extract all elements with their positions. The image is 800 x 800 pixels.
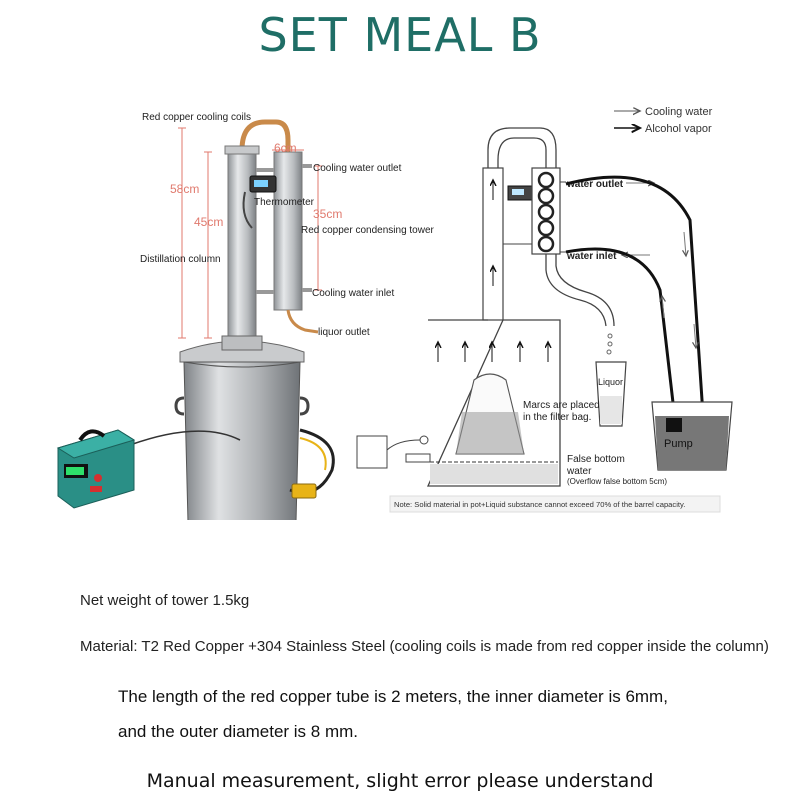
page-title: SET MEAL B [258, 8, 542, 62]
product-figure: Red copper cooling coils 6cm Cooling wat… [56, 106, 733, 520]
false-bottom-label-3: (Overflow false bottom 5cm) [567, 477, 667, 486]
condensing-tower-label: Red copper condensing tower [301, 225, 435, 236]
dim-35cm-label: 35cm [313, 207, 342, 221]
inlet-hose [565, 247, 677, 421]
dim-6cm-label: 6cm [274, 141, 297, 155]
cooling-coils-label: Red copper cooling coils [142, 112, 251, 123]
liquor-label: Liquor [598, 377, 623, 387]
pump-icon [666, 418, 682, 432]
pot-body [183, 361, 301, 520]
water-inlet-label: water inlet [566, 251, 617, 262]
dim-45cm-label: 45cm [194, 215, 223, 229]
liquor-outlet-pipe [286, 309, 319, 334]
cooling-outlet-label: Cooling water outlet [313, 163, 402, 174]
marcs-label-2: in the filter bag. [523, 412, 591, 423]
distillation-column-label: Distillation column [140, 254, 221, 265]
process-diagram: Cooling water Alcohol vapor Liquor [356, 106, 733, 513]
condensing-tower-shape [273, 151, 303, 311]
diagram-pot [426, 319, 561, 487]
marcs-label-1: Marcs are placed [523, 400, 600, 411]
tube-spec-line-1: The length of the red copper tube is 2 m… [118, 687, 668, 706]
plug-icon [291, 483, 317, 499]
tube-spec-line-2: and the outer diameter is 8 mm. [118, 722, 359, 741]
diagram-controller [356, 435, 388, 469]
footer-note: Manual measurement, slight error please … [146, 770, 654, 792]
outlet-hose [565, 175, 707, 446]
control-box [56, 429, 136, 509]
false-bottom-label-1: False bottom [567, 454, 625, 465]
dim-58cm-label: 58cm [170, 182, 199, 196]
legend-cooling-water: Cooling water [645, 106, 713, 118]
false-bottom-label-2: water [566, 466, 592, 477]
capacity-note: Note: Solid material in pot+Liquid subst… [394, 500, 685, 509]
pump-label: Pump [664, 438, 693, 450]
water-outlet-label: water outlet [566, 179, 624, 190]
material-text: Material: T2 Red Copper +304 Stainless S… [80, 638, 769, 655]
liquor-outlet-label: liquor outlet [318, 327, 370, 338]
thermometer-label: Thermometer [254, 197, 315, 208]
legend-alcohol-vapor: Alcohol vapor [645, 123, 712, 135]
cooling-inlet-label: Cooling water inlet [312, 288, 394, 299]
product-illustration: Red copper cooling coils 6cm Cooling wat… [56, 112, 435, 520]
net-weight-text: Net weight of tower 1.5kg [80, 592, 250, 609]
copper-coil-top [239, 119, 291, 152]
diagram-condenser [531, 167, 561, 255]
